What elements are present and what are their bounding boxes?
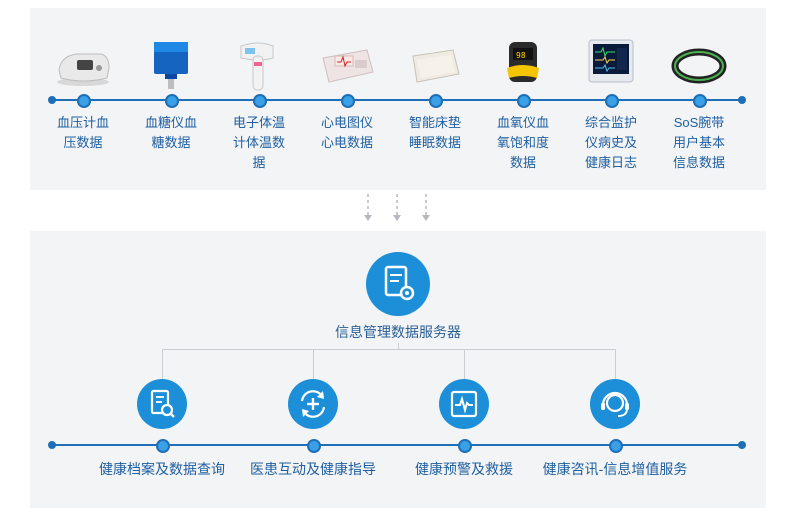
headset-support-icon	[590, 379, 640, 429]
blood-pressure-monitor-icon	[53, 38, 113, 92]
device-label: 血压计血 压数据	[56, 115, 109, 150]
smart-mattress-icon	[405, 38, 465, 92]
svg-text:98: 98	[516, 51, 526, 60]
tree-stem	[398, 343, 399, 349]
timeline-node	[307, 439, 321, 453]
device-label: 电子体温 计体温数 据	[232, 115, 285, 170]
service-timeline	[52, 444, 742, 446]
device-label: 血氧仪血 氧饱和度 数据	[496, 115, 549, 170]
tree-branch	[162, 349, 616, 350]
timeline-node	[605, 94, 619, 108]
device-label: 智能床垫 睡眠数据	[408, 115, 461, 150]
sos-wristband-icon	[669, 38, 729, 92]
refresh-plus-icon	[288, 379, 338, 429]
timeline-start-dot	[48, 441, 56, 449]
timeline-node	[609, 439, 623, 453]
pulse-oximeter-icon: 98	[493, 38, 553, 92]
glucose-meter-icon	[141, 38, 201, 92]
tree-drop	[162, 349, 163, 380]
ecg-machine-icon	[317, 38, 377, 92]
device-label: 血糖仪血 糖数据	[144, 115, 197, 150]
timeline-node	[341, 94, 355, 108]
service-label: 医患互动及健康指导	[250, 461, 376, 477]
tree-drop	[615, 349, 616, 380]
document-gear-icon	[366, 252, 430, 316]
timeline-node	[77, 94, 91, 108]
dataflow-arrows	[364, 194, 430, 221]
device-label: 综合监护 仪病史及 健康日志	[584, 115, 637, 170]
timeline-node	[458, 439, 472, 453]
service-label: 健康档案及数据查询	[99, 461, 225, 477]
timeline-end-dot	[738, 441, 746, 449]
tree-drop	[464, 349, 465, 380]
heartbeat-monitor-icon	[439, 379, 489, 429]
timeline-node	[517, 94, 531, 108]
service-label: 健康咨讯-信息增值服务	[542, 461, 688, 477]
tree-drop	[313, 349, 314, 380]
device-timeline	[52, 99, 742, 101]
patient-monitor-icon	[581, 38, 641, 92]
timeline-node	[693, 94, 707, 108]
timeline-end-dot	[738, 96, 746, 104]
timeline-node	[165, 94, 179, 108]
device-label: SoS腕带 用户基本 信息数据	[672, 115, 725, 170]
timeline-start-dot	[48, 96, 56, 104]
document-search-icon	[137, 379, 187, 429]
timeline-node	[429, 94, 443, 108]
infrared-thermometer-icon	[229, 38, 289, 92]
timeline-node	[156, 439, 170, 453]
timeline-node	[253, 94, 267, 108]
server-label: 信息管理数据服务器	[335, 324, 461, 340]
service-label: 健康预警及救援	[415, 461, 513, 477]
device-label: 心电图仪 心电数据	[320, 115, 373, 150]
